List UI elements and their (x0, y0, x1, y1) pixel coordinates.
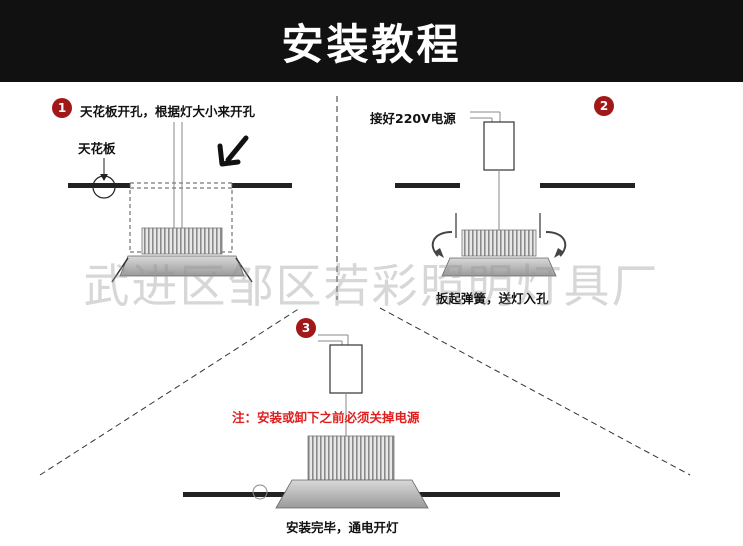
step1-instruction: 天花板开孔，根据灯大小来开孔 (80, 104, 256, 119)
header-banner: 安装教程 (0, 0, 743, 82)
step1-badge: 1 (52, 98, 72, 118)
step3-drawing (183, 334, 560, 509)
power-label: 接好220V电源 (370, 111, 456, 126)
installation-diagram (39, 96, 691, 509)
warning-text: 注：安装或卸下之前必须关掉电源 (232, 410, 420, 425)
step2-badge: 2 (594, 96, 614, 116)
ceiling-label: 天花板 (78, 141, 116, 156)
rotate-arrow-icon (431, 231, 567, 258)
step2-drawing (395, 111, 635, 277)
page-title: 安装教程 (281, 19, 462, 69)
step2-instruction: 扳起弹簧，送灯入孔 (436, 291, 549, 306)
step1-drawing (68, 122, 292, 283)
step3-badge: 3 (296, 318, 316, 338)
panel-dividers (39, 96, 691, 476)
step3-instruction: 安装完毕，通电开灯 (286, 520, 399, 535)
down-left-arrow-icon (217, 135, 249, 167)
